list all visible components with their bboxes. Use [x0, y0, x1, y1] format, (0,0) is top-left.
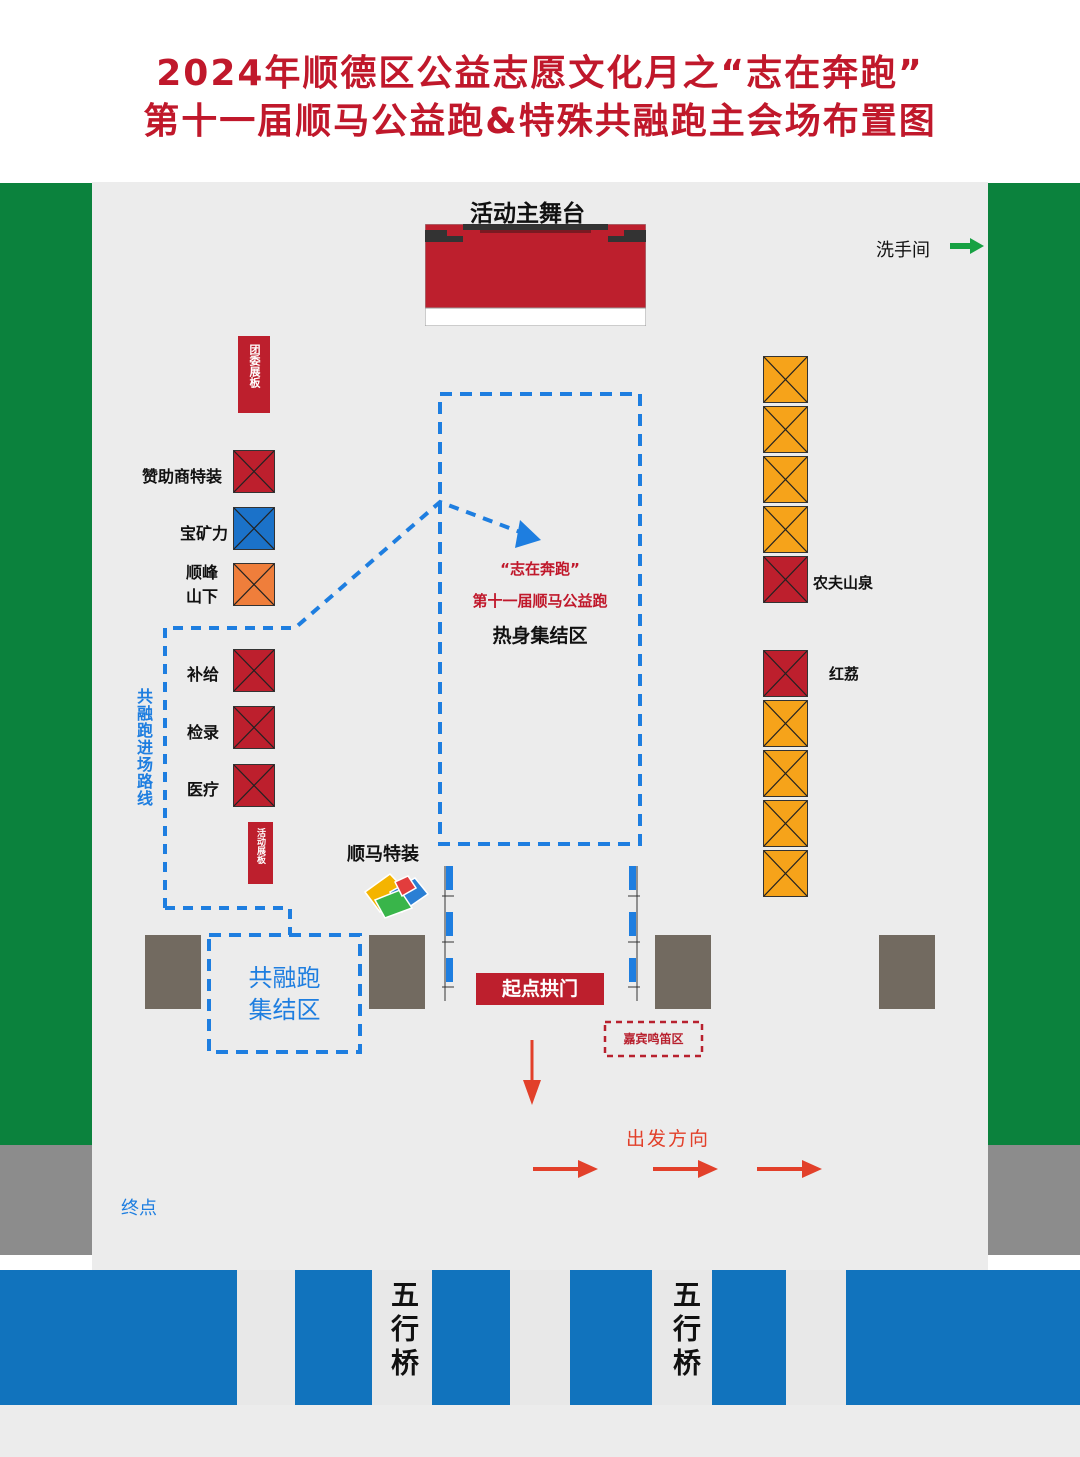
right-booth-column-top: [763, 356, 808, 603]
supply-booth: [233, 649, 275, 692]
warmup-zone-line2: 第十一届顺马公益跑: [472, 592, 608, 610]
site-map: 五行桥 五行桥 活动主舞台 洗手间: [0, 180, 1080, 1457]
main-stage: [424, 223, 647, 327]
shunma-booth-icon: [360, 872, 430, 924]
riverbank: [0, 1405, 1080, 1457]
bridge-deck: [786, 1270, 846, 1405]
water-booth: [763, 800, 808, 847]
honglian-booth: [763, 650, 808, 697]
start-arch: 起点拱门: [476, 973, 604, 1005]
inclusive-zone-line1: 共融跑: [248, 964, 321, 992]
sponsor-label: 赞助商特装: [142, 467, 223, 486]
bridge-deck: [652, 1270, 712, 1405]
event-board-label: 活动展板: [255, 828, 265, 864]
shunma-booth-label: 顺马特装: [347, 844, 419, 865]
shunfeng-booth: [233, 563, 275, 606]
bridge-deck: [237, 1270, 295, 1405]
bridge-deck: [372, 1270, 432, 1405]
bridge-label-left: 五行桥: [387, 1280, 420, 1382]
green-area-right: [988, 183, 1080, 1145]
green-area-left: [0, 183, 92, 1145]
page-title-line1: 2024年顺德区公益志愿文化月之“志在奔跑”: [156, 53, 924, 94]
event-board: 活动展板: [248, 822, 273, 884]
stage-label: 活动主舞台: [470, 201, 585, 227]
water-booth: [763, 456, 808, 503]
stage-drawing: [424, 223, 647, 327]
medical-booth: [233, 764, 275, 807]
bridge-label-right: 五行桥: [669, 1280, 702, 1382]
route-label: 共融跑进场路线: [134, 688, 153, 807]
youth-board-label: 团委展板: [248, 344, 261, 388]
water-booth: [763, 406, 808, 453]
road-left: [0, 1145, 92, 1255]
finish-label: 终点: [121, 1198, 157, 1219]
pocari-label: 宝矿力: [180, 524, 229, 543]
shunfeng-label: 顺峰山下: [186, 563, 219, 606]
checkin-label: 检录: [187, 723, 220, 742]
supply-label: 补给: [187, 665, 220, 684]
water-booth: [763, 750, 808, 797]
warmup-zone-line1: “志在奔跑”: [500, 560, 580, 578]
checkin-booth: [233, 706, 275, 749]
pocari-booth: [233, 507, 275, 550]
nongfu-booth: [763, 556, 808, 603]
water-booth: [763, 850, 808, 897]
inclusive-zone-line2: 集结区: [248, 996, 321, 1024]
honglian-label: 红荔: [829, 665, 860, 683]
road-right: [988, 1145, 1080, 1255]
right-booth-column-bottom: [763, 650, 808, 897]
sponsor-booth: [233, 450, 275, 493]
page-title-line2: 第十一届顺马公益跑&特殊共融跑主会场布置图: [143, 101, 937, 142]
pillar: [369, 935, 425, 1009]
bridge-deck: [510, 1270, 570, 1405]
pillar: [145, 935, 201, 1009]
warmup-zone-line3: 热身集结区: [492, 625, 588, 647]
route-overlay: [163, 392, 822, 1178]
youth-board: 团委展板: [238, 336, 270, 413]
inclusive-zone-label: 共融跑 集结区: [209, 962, 360, 1026]
nongfu-label: 农夫山泉: [813, 574, 874, 592]
pillar: [655, 935, 711, 1009]
restroom-arrow-icon: [950, 238, 984, 258]
water-booth: [763, 356, 808, 403]
guest-horn-label: 嘉宾鸣笛区: [623, 1032, 684, 1046]
water-booth: [763, 506, 808, 553]
pillar: [879, 935, 935, 1009]
medical-label: 医疗: [187, 780, 220, 799]
water-booth: [763, 700, 808, 747]
left-barrier: [442, 866, 456, 1001]
restroom-label: 洗手间: [876, 240, 930, 261]
departure-label: 出发方向: [626, 1128, 711, 1150]
right-barrier: [626, 866, 640, 1001]
